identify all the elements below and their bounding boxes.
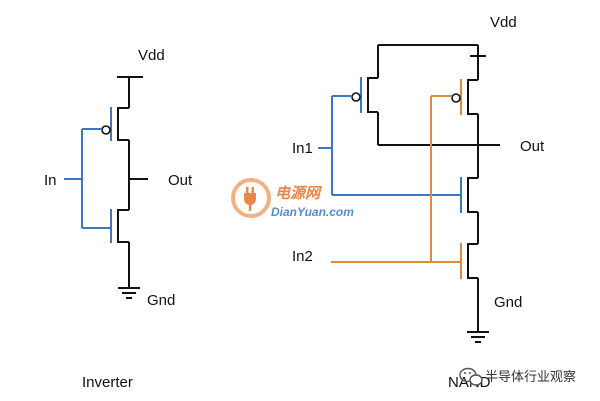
dianyuan-watermark: 电源网 DianYuan.com [231,178,354,219]
nand-input1-label: In1 [292,140,313,157]
nand-nmos-top-transistor [460,177,478,213]
nand-input2-label: In2 [292,248,313,265]
inverter-nmos-transistor [110,209,129,243]
nand-gnd-label: Gnd [494,294,522,311]
nand-pmos-left-transistor [351,77,378,113]
inverter-input-label: In [44,172,57,189]
nand-circuit: Vdd In1 In2 Out Gnd NAND [292,14,545,391]
nand-input1-wire [318,95,461,196]
power-plug-icon [231,178,271,218]
inverter-input-wire [64,128,111,229]
nand-output-label: Out [520,138,545,155]
inverter-pmos-transistor [101,107,129,141]
watermark-site-en: DianYuan.com [271,205,354,219]
wechat-watermark: 半导体行业观察 [459,367,576,386]
nand-input2-wire [331,95,461,263]
inverter-caption: Inverter [82,374,133,391]
inverter-ground-symbol [118,287,140,299]
nand-ground-symbol [467,331,489,343]
nand-nmos-bottom-transistor [460,243,478,279]
pmos-bubble [101,125,111,135]
inverter-gnd-label: Gnd [147,292,175,309]
inverter-vdd-label: Vdd [138,47,165,64]
inverter-circuit: Vdd In Out Gnd Inverter [44,47,193,391]
wechat-icon [459,367,483,386]
nand-vdd-label: Vdd [490,14,517,31]
wechat-account-name: 半导体行业观察 [485,370,576,385]
nand-pmos-right-transistor [451,79,478,115]
watermark-site-cn: 电源网 [275,184,323,202]
inverter-output-label: Out [168,172,193,189]
